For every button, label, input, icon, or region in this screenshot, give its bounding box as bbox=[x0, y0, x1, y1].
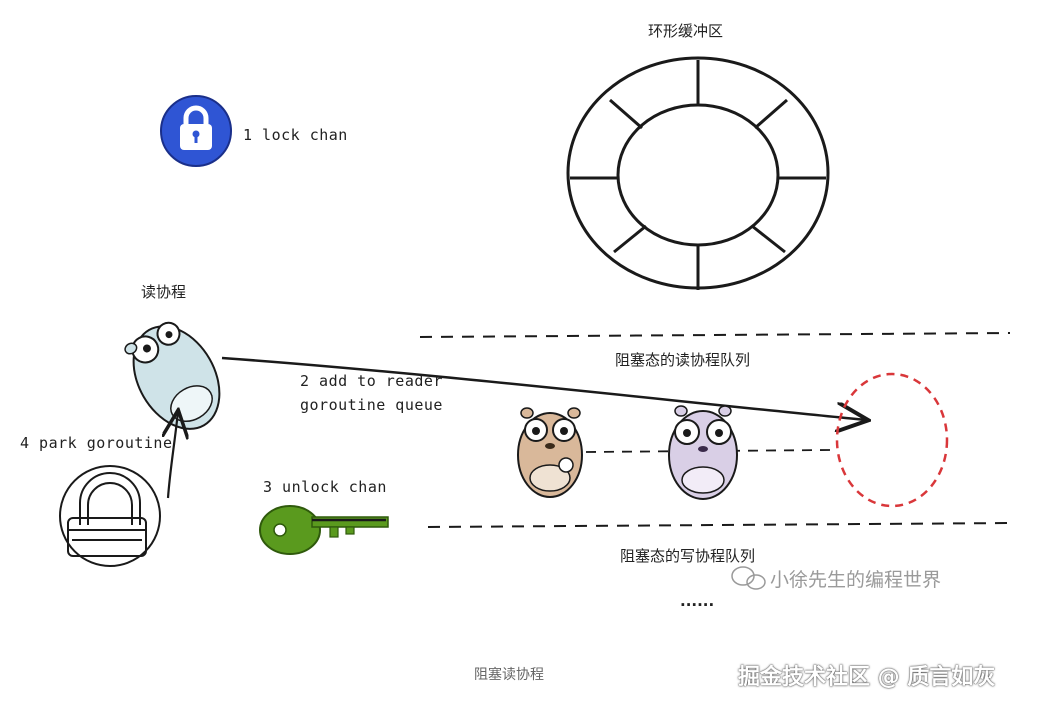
queue-ellipsis: ...... bbox=[680, 592, 715, 610]
gopher-icon bbox=[668, 405, 738, 500]
step-add-to-queue-line1: 2 add to reader bbox=[300, 372, 443, 390]
blocked-readers-queue-label: 阻塞态的读协程队列 bbox=[615, 351, 751, 369]
step-add-to-queue-line2: goroutine queue bbox=[300, 396, 443, 414]
step-park-goroutine: 4 park goroutine bbox=[20, 434, 173, 452]
gopher-icon bbox=[124, 321, 221, 430]
reader-goroutine-label: 读协程 bbox=[141, 283, 187, 301]
readers-queue-top-line bbox=[419, 332, 1011, 338]
readers-queue-middle-line bbox=[585, 449, 831, 453]
blocked-writers-queue-label: 阻塞态的写协程队列 bbox=[620, 547, 756, 565]
wechat-watermark: 小徐先生的编程世界 bbox=[770, 569, 942, 591]
enqueue-arrow bbox=[221, 356, 866, 420]
step-lock-chan: 1 lock chan bbox=[243, 126, 348, 144]
ring-buffer-title: 环形缓冲区 bbox=[648, 22, 724, 40]
ring-buffer bbox=[566, 56, 830, 290]
step-unlock-chan: 3 unlock chan bbox=[263, 478, 387, 496]
figure-caption: 阻塞读协程 bbox=[474, 667, 544, 683]
readers-queue-bottom-line bbox=[427, 522, 1016, 528]
empty-queue-slot bbox=[835, 372, 949, 508]
juejin-watermark: 掘金技术社区 @ 质言如灰 bbox=[738, 665, 996, 690]
lock-icon bbox=[160, 95, 232, 167]
key-icon bbox=[259, 505, 389, 555]
padlock-icon bbox=[59, 465, 161, 567]
gopher-icon bbox=[517, 407, 583, 498]
wechat-icon bbox=[731, 566, 766, 590]
park-arrow bbox=[168, 412, 178, 499]
